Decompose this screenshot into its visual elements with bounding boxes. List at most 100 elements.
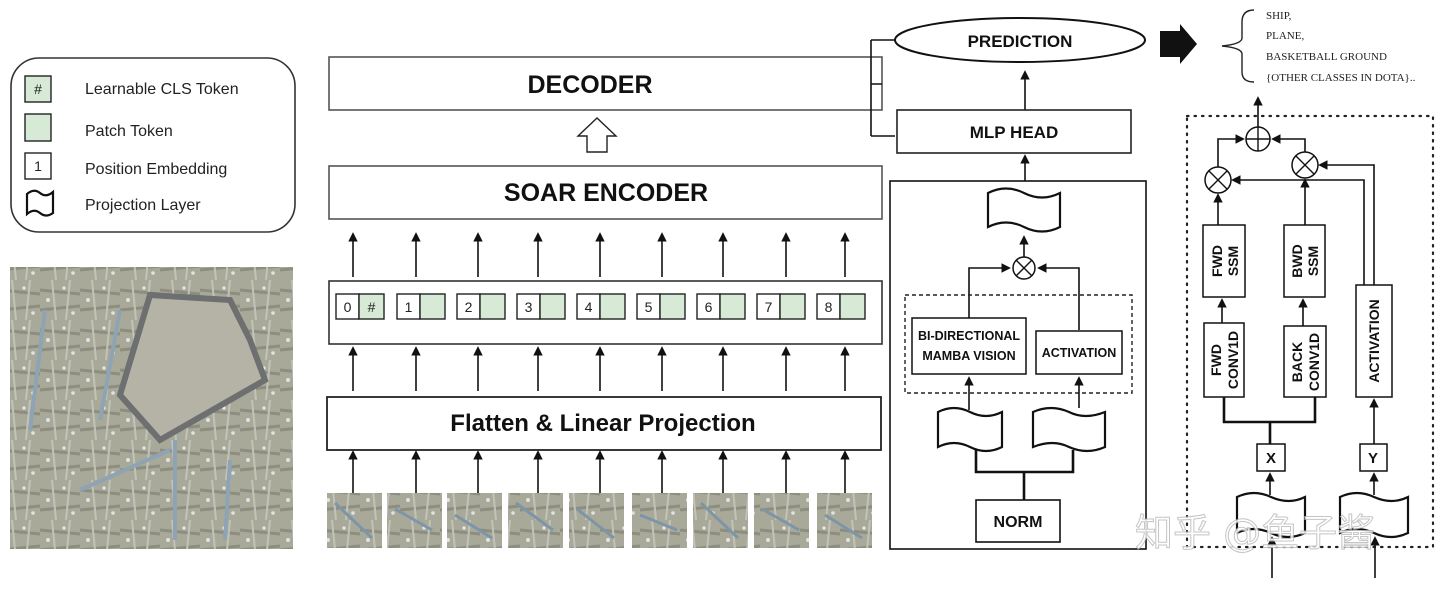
class-item: BASKETBALL GROUND xyxy=(1266,51,1387,63)
legend-label: Position Embedding xyxy=(85,161,227,178)
cls-token-swatch xyxy=(24,75,52,103)
patch-token-cell xyxy=(659,293,686,320)
image-patch xyxy=(754,493,809,548)
decoder-label: DECODER xyxy=(527,71,652,99)
patch-token-cell xyxy=(419,293,446,320)
x-label: X xyxy=(1266,450,1276,467)
norm-block xyxy=(975,499,1061,543)
fwd-multiply-icon xyxy=(1204,166,1232,194)
image-patches xyxy=(327,493,872,548)
activation-block xyxy=(1035,330,1123,375)
patch-feature xyxy=(639,513,678,532)
y-projection-layer-icon xyxy=(1338,491,1410,539)
fwd-ssm-label: FWD xyxy=(1209,245,1225,277)
activation-to-bwd-mult-arrow xyxy=(1318,160,1375,285)
multiply-icon xyxy=(1012,256,1036,280)
encoder-block-detail: BI-DIRECTIONAL MAMBA VISION ACTIVATION N… xyxy=(889,154,1147,550)
legend-label: Learnable CLS Token xyxy=(85,81,239,98)
patch-token-cell xyxy=(719,293,746,320)
bidirectional-mamba-label: BI-DIRECTIONAL xyxy=(918,329,1020,343)
token-pair: 3 xyxy=(516,293,566,320)
image-patch xyxy=(387,493,442,548)
position-index: 7 xyxy=(765,299,773,315)
patch-token-cell xyxy=(599,293,626,320)
projection-layer-icon xyxy=(25,189,55,217)
bwd-ssm-block xyxy=(1283,224,1326,298)
patch-feature xyxy=(761,507,800,532)
fwd-ssm-label: SSM xyxy=(1225,246,1241,276)
activation-to-fwd-mult-arrow xyxy=(1231,175,1365,285)
encoder-input-arrows xyxy=(348,232,850,277)
patch-token-swatch xyxy=(24,113,52,142)
bwd-ssm-label: SSM xyxy=(1305,246,1321,276)
position-index: 8 xyxy=(825,299,833,315)
legend-frame xyxy=(10,57,296,233)
mlp-head-block xyxy=(896,109,1132,154)
patch-feature xyxy=(394,507,433,532)
mixer-dashed-group xyxy=(904,294,1133,394)
bidirectional-mamba-block xyxy=(911,317,1027,375)
image-patch xyxy=(632,493,687,548)
image-patch xyxy=(447,493,502,548)
x-split-connector xyxy=(1222,397,1317,444)
mamba-activation-block xyxy=(1355,284,1393,398)
activation-label: ACTIVATION xyxy=(1042,346,1117,360)
back-conv1d-label: CONV1D xyxy=(1306,333,1322,391)
back-conv1d-label: BACK xyxy=(1289,342,1305,382)
token-pair: 5 xyxy=(636,293,686,320)
hollow-up-arrow-icon xyxy=(576,117,618,153)
soar-encoder-block xyxy=(328,165,883,220)
position-index: 2 xyxy=(465,299,473,315)
fwd-conv1d-block xyxy=(1203,322,1245,398)
image-patch xyxy=(693,493,748,548)
activation-to-multiply-arrow xyxy=(1037,263,1080,330)
patch-feature xyxy=(699,501,740,540)
mamba-block-detail: FWD SSM BWD SSM FWD CONV1D BACK CONV1D A… xyxy=(1185,96,1435,578)
terminal-shape xyxy=(116,291,269,444)
legend-item-patch: Patch Token xyxy=(24,113,173,142)
position-index: 0 xyxy=(344,299,352,315)
mamba-activation-label: ACTIVATION xyxy=(1366,299,1382,382)
input-aerial-image xyxy=(10,267,293,549)
patch-feature xyxy=(454,513,493,540)
token-pair: 1 xyxy=(396,293,446,320)
soar-encoder-label: SOAR ENCODER xyxy=(504,179,708,207)
legend-item-cls: # Learnable CLS Token xyxy=(24,75,239,103)
flatten-linear-projection-label: Flatten & Linear Projection xyxy=(450,410,755,437)
prediction-node xyxy=(894,17,1146,63)
position-index: 5 xyxy=(645,299,653,315)
class-item: {OTHER CLASSES IN DOTA}.. xyxy=(1266,72,1416,84)
image-patch xyxy=(817,493,872,548)
bidirectional-mamba-label: MAMBA VISION xyxy=(922,349,1015,363)
norm-split-connector xyxy=(974,450,1075,500)
legend: # Learnable CLS Token Patch Token 1 Posi… xyxy=(10,57,296,233)
decoder-branch-bracket xyxy=(870,39,895,137)
legend-label: Patch Token xyxy=(85,123,173,140)
left-projection-layer-icon xyxy=(936,406,1004,453)
concourse-lines xyxy=(28,309,232,541)
bidir-to-multiply-arrow xyxy=(968,263,1011,318)
token-pair: 2 xyxy=(456,293,506,320)
patch-tile xyxy=(569,493,624,548)
flatten-linear-projection-block xyxy=(326,396,882,451)
patch-tile xyxy=(632,493,687,548)
class-item: SHIP, xyxy=(1266,10,1292,22)
legend-item-position: 1 Position Embedding xyxy=(24,152,227,180)
position-index: 3 xyxy=(525,299,533,315)
cls-token-symbol: # xyxy=(34,81,42,97)
position-index: 1 xyxy=(405,299,413,315)
x-projection-layer-icon xyxy=(1235,491,1307,539)
token-pair: 8 xyxy=(816,293,866,320)
watermark: 知乎 @鱼子酱 xyxy=(1135,511,1375,555)
norm-label: NORM xyxy=(994,514,1043,531)
add-icon xyxy=(1245,126,1271,152)
cls-symbol: # xyxy=(368,299,376,315)
mlp-head-label: MLP HEAD xyxy=(970,123,1058,142)
image-patch xyxy=(327,493,382,548)
patch-tile xyxy=(447,493,502,548)
y-node xyxy=(1359,443,1388,472)
patch-token-cell xyxy=(839,293,866,320)
class-list-brace xyxy=(1221,9,1255,83)
